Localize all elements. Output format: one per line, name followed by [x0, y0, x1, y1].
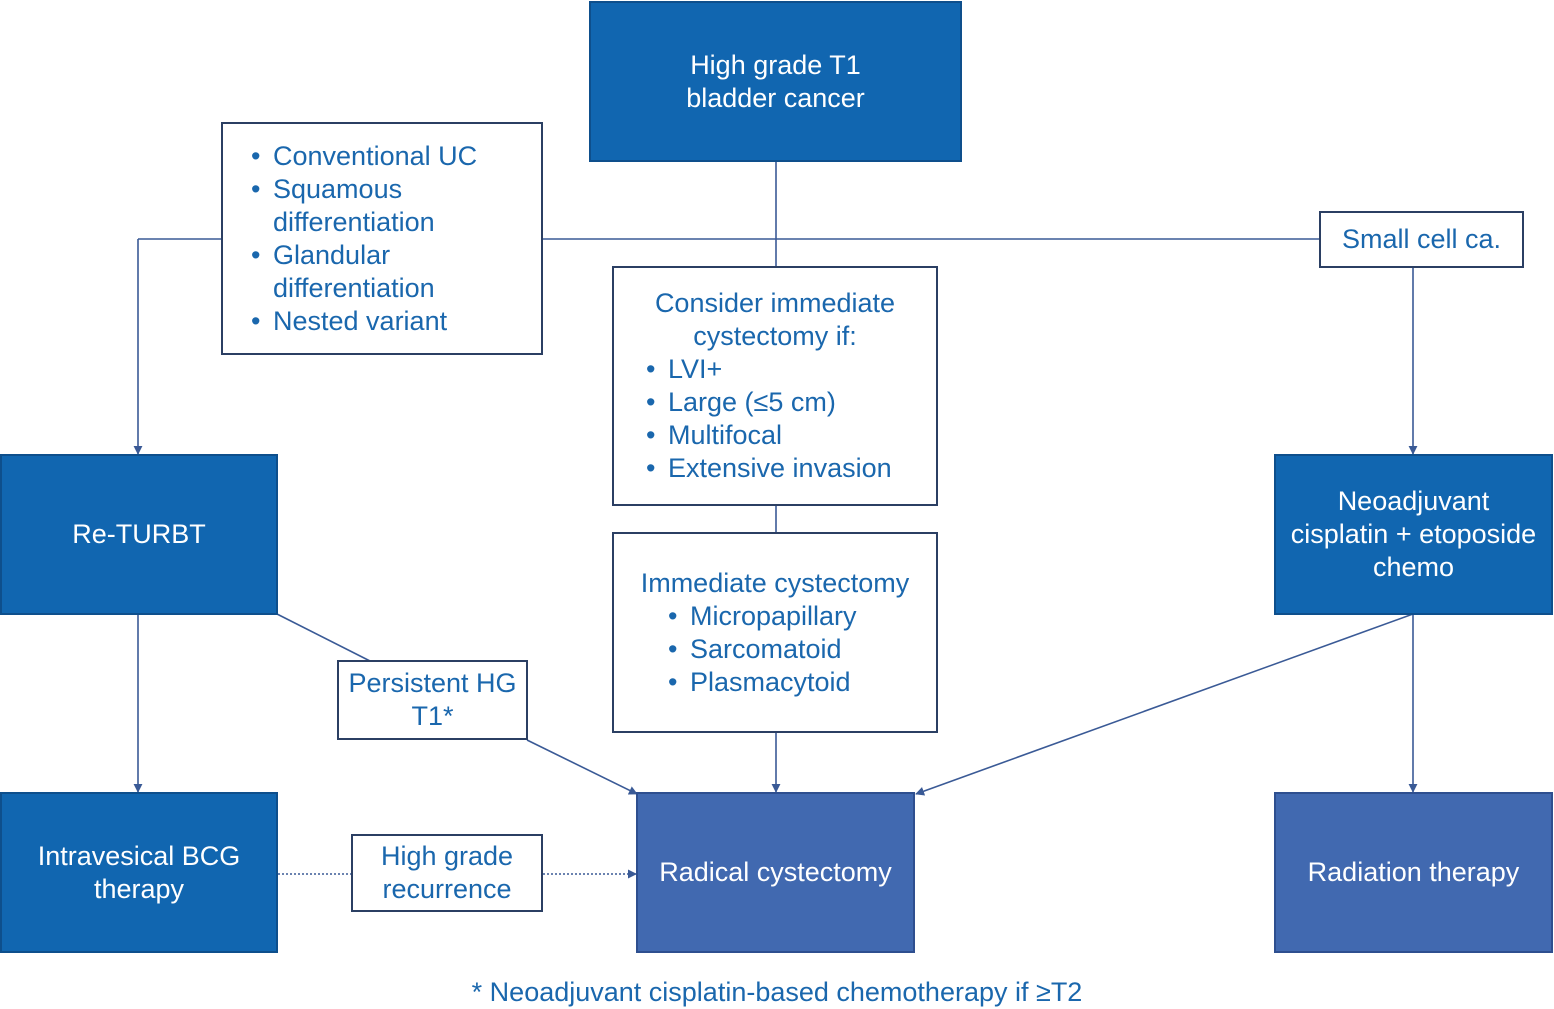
node-line: Re-TURBT	[72, 519, 206, 549]
node-line: High grade T1	[690, 49, 861, 80]
node-line: Persistent HG	[348, 668, 517, 698]
list-item: Multifocal	[646, 419, 892, 452]
list-item: Conventional UC	[251, 140, 477, 173]
node-line: High grade	[380, 841, 514, 871]
node-small-cell: Small cell ca.	[1319, 211, 1524, 268]
node-histology-variants: Conventional UC Squamousdifferentiation …	[221, 122, 543, 355]
node-line: bladder cancer	[686, 82, 865, 113]
node-line: Immediate cystectomy	[640, 567, 910, 598]
list-item: Plasmacytoid	[668, 666, 857, 699]
node-neoadjuvant-chemo: Neoadjuvant cisplatin + etoposide chemo	[1274, 454, 1553, 615]
criteria-list: LVI+ Large (≤5 cm) Multifocal Extensive …	[646, 353, 892, 485]
node-line: cystectomy if:	[693, 321, 857, 351]
node-line: Intravesical BCG	[37, 840, 241, 871]
node-re-turbt: Re-TURBT	[0, 454, 278, 615]
connector-re-turbt-to-persistent	[276, 613, 371, 662]
variant-list: Conventional UC Squamousdifferentiation …	[251, 140, 477, 338]
node-line: cisplatin + etoposide	[1290, 519, 1537, 549]
node-line: Consider immediate	[654, 288, 896, 318]
node-line: Neoadjuvant	[1337, 486, 1490, 516]
indication-list: Micropapillary Sarcomatoid Plasmacytoid	[668, 600, 857, 699]
list-item: Sarcomatoid	[668, 633, 857, 666]
list-item: Nested variant	[251, 305, 477, 338]
list-item: Extensive invasion	[646, 452, 892, 485]
node-intravesical-bcg: Intravesical BCG therapy	[0, 792, 278, 953]
node-line: therapy	[93, 873, 185, 904]
arrow-persistent-to-radical	[526, 739, 638, 795]
node-line: T1*	[411, 701, 454, 731]
node-line: chemo	[1372, 552, 1455, 582]
node-line: Radical cystectomy	[659, 857, 892, 887]
node-persistent-hg-t1: Persistent HG T1*	[337, 660, 528, 740]
list-item: LVI+	[646, 353, 892, 386]
node-high-grade-recurrence: High grade recurrence	[351, 834, 543, 912]
node-line: Small cell ca.	[1341, 224, 1502, 254]
node-radiation-therapy: Radiation therapy	[1274, 792, 1553, 953]
arrow-neoadjuvant-to-radical	[915, 613, 1414, 796]
node-radical-cystectomy: Radical cystectomy	[636, 792, 915, 953]
node-high-grade-t1: High grade T1 bladder cancer	[589, 1, 962, 162]
node-immediate-cystectomy: Immediate cystectomy Micropapillary Sarc…	[612, 532, 938, 733]
node-line: recurrence	[382, 874, 512, 904]
list-item: Micropapillary	[668, 600, 857, 633]
footnote: * Neoadjuvant cisplatin-based chemothera…	[471, 977, 1083, 1007]
list-item: Large (≤5 cm)	[646, 386, 892, 419]
node-consider-immediate-cystectomy: Consider immediate cystectomy if: LVI+ L…	[612, 266, 938, 506]
node-line: Radiation therapy	[1307, 857, 1520, 887]
